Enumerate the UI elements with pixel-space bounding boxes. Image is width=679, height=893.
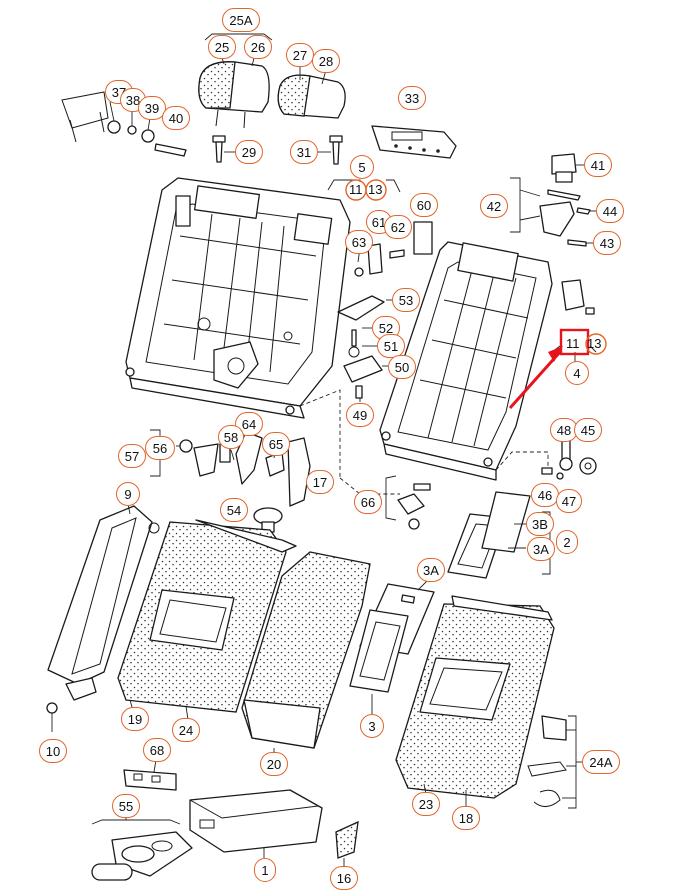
callout-49[interactable]: 49 — [346, 403, 374, 427]
callout-43[interactable]: 43 — [593, 231, 621, 255]
backrest-cushion-left — [117, 519, 297, 713]
cup-holder-55 — [91, 831, 193, 881]
seat-back-frame-left — [125, 177, 351, 419]
callout-62[interactable]: 62 — [384, 215, 412, 239]
callout-55[interactable]: 55 — [112, 794, 140, 818]
latch-parts-left — [179, 431, 311, 507]
callout-56[interactable]: 56 — [145, 436, 175, 460]
label-13-top: 13 — [368, 182, 383, 197]
callout-60[interactable]: 60 — [410, 193, 438, 217]
callout-17[interactable]: 17 — [306, 470, 334, 494]
callout-20[interactable]: 20 — [260, 752, 288, 776]
callout-33[interactable]: 33 — [398, 86, 426, 110]
callout-5[interactable]: 5 — [350, 155, 374, 179]
mid-parts — [337, 221, 433, 399]
callout-39[interactable]: 39 — [138, 96, 166, 120]
callout-68[interactable]: 68 — [143, 738, 171, 762]
cover-16 — [335, 820, 359, 859]
bracket-37-40 — [61, 91, 187, 157]
callout-3[interactable]: 3 — [360, 714, 384, 738]
callout-2[interactable]: 2 — [556, 530, 578, 554]
pad-20 — [241, 551, 371, 749]
backrest-cushion-right — [395, 595, 555, 799]
callout-25[interactable]: 25 — [208, 35, 236, 59]
callout-28[interactable]: 28 — [312, 49, 340, 73]
callout-31[interactable]: 31 — [290, 140, 318, 164]
callout-53[interactable]: 53 — [392, 288, 420, 312]
callout-58[interactable]: 58 — [218, 425, 244, 449]
callout-19[interactable]: 19 — [121, 707, 149, 731]
headrest-right — [277, 74, 346, 119]
armrest-1 — [189, 789, 323, 853]
callout-45[interactable]: 45 — [574, 418, 602, 442]
callout-41[interactable]: 41 — [584, 153, 612, 177]
panel-3B — [447, 491, 531, 579]
callout-1[interactable]: 1 — [254, 858, 276, 882]
headrest-left — [198, 61, 270, 129]
callout-24[interactable]: 24 — [172, 718, 200, 742]
callout-51[interactable]: 51 — [377, 334, 405, 358]
callout-3B[interactable]: 3B — [526, 512, 554, 536]
headrest-guide-31 — [329, 135, 343, 165]
callout-50[interactable]: 50 — [388, 355, 416, 379]
label-11-top: 11 — [349, 182, 363, 197]
headrest-guide-29 — [212, 135, 226, 163]
side-trim-9 — [47, 505, 160, 701]
callout-42[interactable]: 42 — [480, 194, 508, 218]
callout-54[interactable]: 54 — [220, 498, 248, 522]
callout-57[interactable]: 57 — [118, 444, 146, 468]
callout-66[interactable]: 66 — [354, 490, 382, 514]
callout-9[interactable]: 9 — [116, 482, 140, 506]
hinge-45-48 — [541, 439, 597, 480]
callout-46[interactable]: 46 — [531, 483, 559, 507]
callout-26[interactable]: 26 — [244, 35, 272, 59]
trim-strip-33 — [371, 125, 457, 159]
clips-24A — [527, 715, 567, 807]
bracket-68 — [123, 769, 177, 791]
callout-47[interactable]: 47 — [556, 489, 582, 513]
label-11-right: 11 — [566, 336, 580, 351]
callout-40[interactable]: 40 — [162, 106, 190, 130]
callout-24A[interactable]: 24A — [582, 750, 620, 774]
callout-29[interactable]: 29 — [235, 140, 263, 164]
callout-23[interactable]: 23 — [412, 792, 440, 816]
panel-3 — [349, 609, 409, 693]
callout-27[interactable]: 27 — [286, 43, 314, 67]
callout-3A-right[interactable]: 3A — [527, 537, 555, 561]
lock-parts-41-44 — [539, 153, 591, 247]
callout-18[interactable]: 18 — [452, 806, 480, 830]
callout-63[interactable]: 63 — [345, 230, 373, 254]
clip-66 — [397, 483, 431, 530]
callout-65[interactable]: 65 — [262, 432, 290, 456]
label-13-right: 13 — [587, 336, 602, 351]
callout-16[interactable]: 16 — [330, 866, 358, 890]
release-knob-54 — [253, 507, 283, 533]
callout-3A-center[interactable]: 3A — [417, 558, 445, 582]
callout-4[interactable]: 4 — [565, 361, 589, 385]
callout-44[interactable]: 44 — [596, 199, 624, 223]
callout-64[interactable]: 64 — [235, 412, 263, 436]
callout-25A[interactable]: 25A — [222, 8, 260, 32]
callout-10[interactable]: 10 — [39, 739, 67, 763]
